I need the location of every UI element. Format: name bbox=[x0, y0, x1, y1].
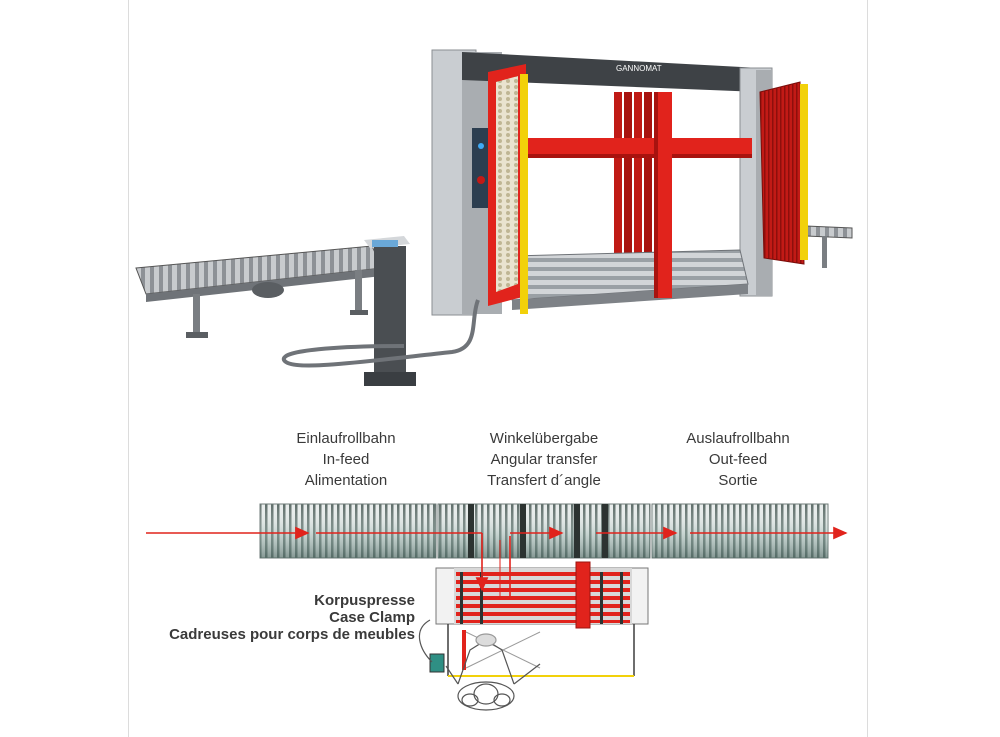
supply-hose bbox=[282, 299, 480, 368]
material-flow-arrows bbox=[146, 526, 848, 600]
clamp-pressure-bars bbox=[456, 572, 630, 623]
plan-safety-fence bbox=[447, 624, 635, 677]
control-console bbox=[364, 236, 416, 386]
plan-transfer-conveyor bbox=[437, 503, 651, 559]
angular-transfer-label: Winkelübergabe Angular transfer Transfer… bbox=[487, 430, 601, 489]
plan-control-console bbox=[418, 619, 445, 673]
machine-logo: GANNOMAT bbox=[616, 64, 662, 73]
plan-outfeed-conveyor bbox=[651, 503, 829, 559]
back-pressure-beams bbox=[614, 92, 652, 292]
right-safety-door bbox=[759, 81, 808, 265]
left-safety-door bbox=[488, 64, 528, 314]
red-pressure-beam bbox=[526, 92, 752, 298]
case-clamp-label: Korpuspresse Case Clamp Cadreuses pour c… bbox=[169, 592, 415, 643]
outfeed-label: Auslaufrollbahn Out-feed Sortie bbox=[686, 430, 790, 489]
plan-infeed-conveyor bbox=[259, 503, 437, 559]
infeed-label: Einlaufrollbahn In-feed Alimentation bbox=[296, 430, 396, 489]
plan-case-clamp bbox=[435, 561, 649, 629]
operator-figure bbox=[445, 633, 541, 711]
